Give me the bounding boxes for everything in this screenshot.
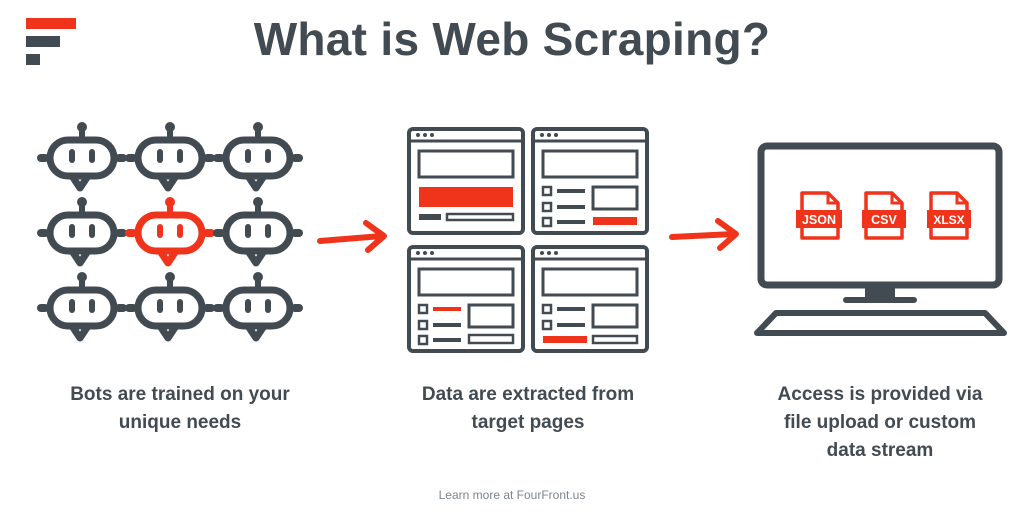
page-title: What is Web Scraping? [253, 13, 771, 65]
caption-line: Access is provided via [777, 384, 983, 405]
footer-link[interactable]: Learn more at FourFront.us [438, 488, 586, 502]
caption-line: unique needs [118, 412, 242, 433]
csv-file-label: CSV [871, 213, 897, 227]
web-page-icon [407, 245, 525, 353]
caption-line: file upload or custom [783, 412, 977, 433]
web-page-icon [531, 127, 649, 235]
bot-icon [41, 122, 123, 188]
caption-line: Data are extracted from [421, 384, 635, 405]
web-page-icon [407, 127, 525, 235]
bot-icon [41, 272, 123, 338]
json-file-icon: JSON [796, 191, 842, 240]
caption-line: target pages [471, 412, 585, 433]
caption-line: data stream [826, 440, 934, 461]
caption-line: Bots are trained on your [70, 384, 290, 405]
json-file-label: JSON [802, 213, 836, 227]
bot-icon [129, 122, 211, 188]
arrow-right-icon [317, 220, 387, 253]
bot-icon [217, 272, 299, 338]
bot-grid-icon [41, 122, 299, 338]
web-pages-icon [407, 127, 649, 353]
web-page-icon [531, 245, 649, 353]
csv-file-icon: CSV [862, 191, 906, 240]
fourfront-logo-icon [26, 18, 76, 65]
bot-icon [217, 122, 299, 188]
step-1-caption: Bots are trained on your unique needs [40, 381, 320, 437]
xlsx-file-label: XLSX [933, 213, 964, 227]
step-3-caption: Access is provided via file upload or cu… [730, 381, 1024, 465]
bot-icon [129, 272, 211, 338]
step-2-caption: Data are extracted from target pages [388, 381, 668, 437]
bot-icon [41, 197, 123, 263]
xlsx-file-icon: XLSX [927, 191, 971, 240]
bot-icon [217, 197, 299, 263]
bot-icon-highlighted [129, 197, 211, 263]
arrow-right-icon [669, 218, 739, 251]
